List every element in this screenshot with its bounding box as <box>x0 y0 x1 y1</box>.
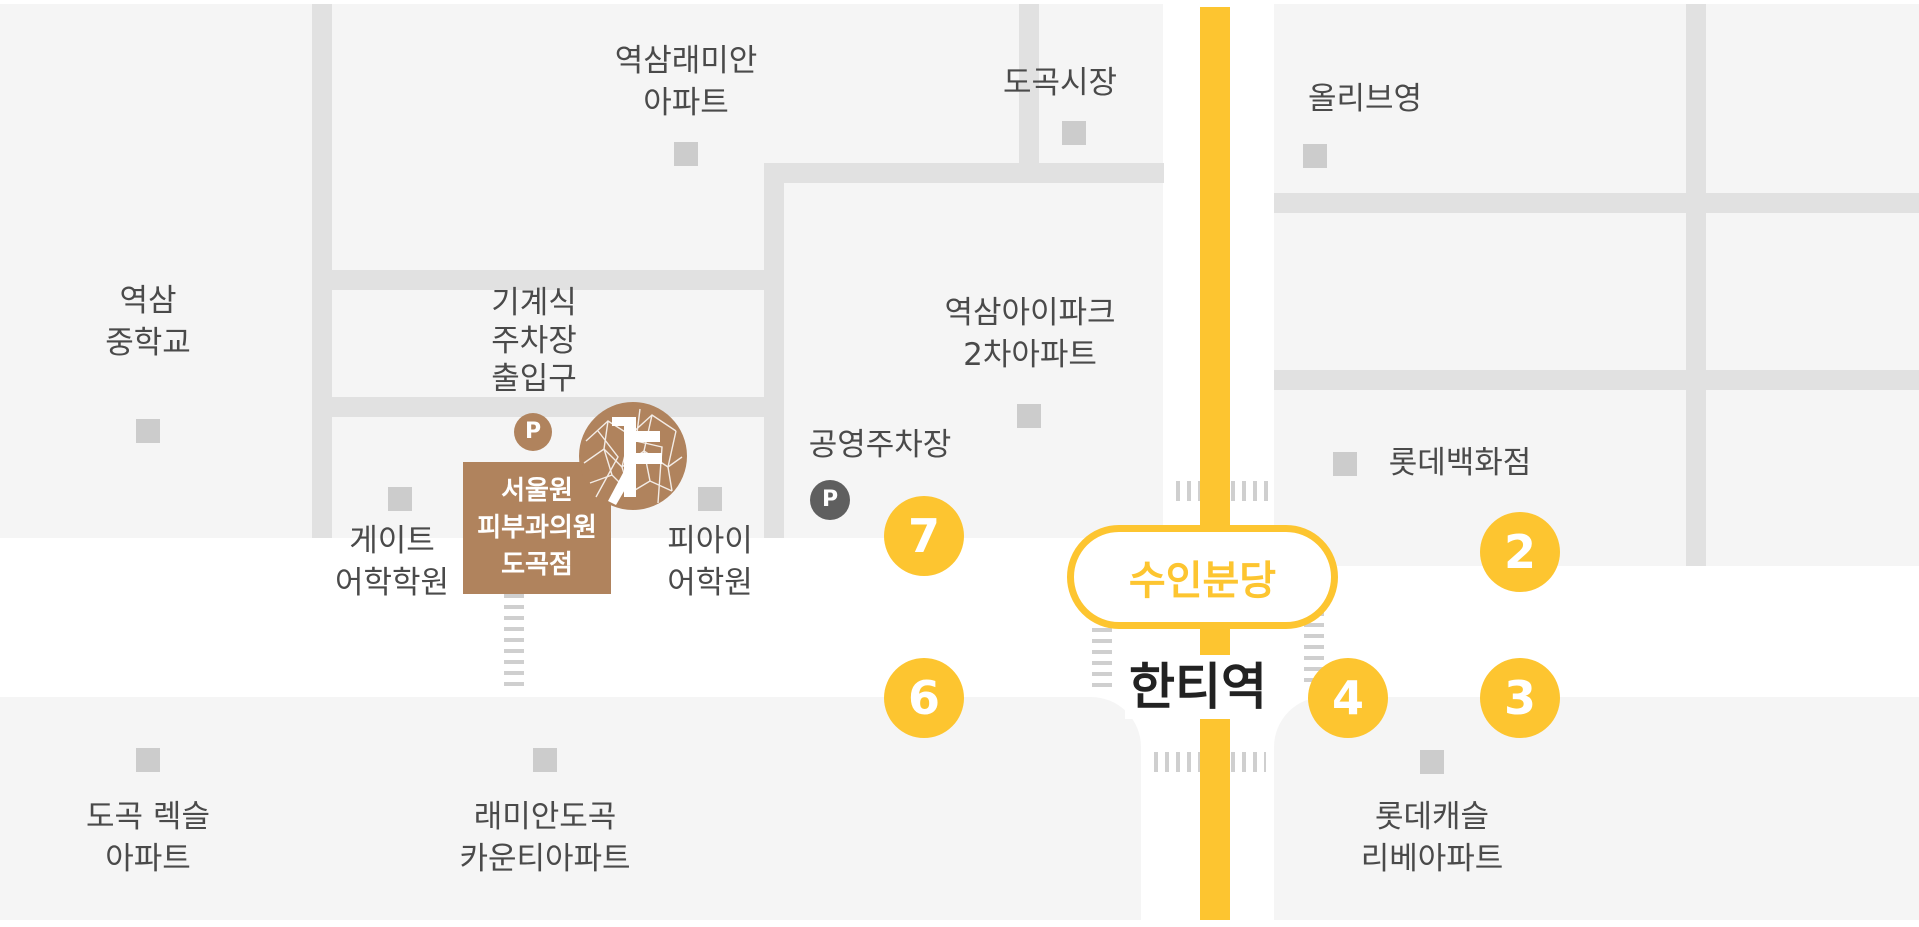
label-lotte-department: 롯데백화점 <box>1388 445 1532 481</box>
subway-line <box>1200 7 1230 920</box>
label-dogok-market: 도곡시장 <box>1002 65 1118 101</box>
label-raemian-county: 래미안도곡 카운티아파트 <box>459 799 631 877</box>
street <box>1274 193 1919 213</box>
crosswalk <box>1092 628 1112 688</box>
street <box>1686 4 1706 566</box>
location-marker <box>698 487 722 511</box>
street <box>764 163 1164 183</box>
clinic-name: 서울원 피부과의원 도곡점 <box>477 475 597 580</box>
location-marker <box>1420 750 1444 774</box>
street <box>332 270 764 290</box>
location-marker <box>1017 404 1041 428</box>
exit-4[interactable]: 4 <box>1308 658 1388 738</box>
crosswalk <box>504 594 524 690</box>
crosswalk <box>1304 612 1324 682</box>
clinic-marker[interactable]: 서울원 피부과의원 도곡점 <box>463 462 611 594</box>
location-marker <box>1333 452 1357 476</box>
label-yeoksam-middle-school: 역삼 중학교 <box>105 283 191 361</box>
label-ipark: 역삼아이파크 2차아파트 <box>944 295 1116 373</box>
street <box>1019 4 1039 165</box>
street <box>1274 370 1919 390</box>
block-bottom-right <box>1274 697 1919 920</box>
label-parking-entrance: 기계식 주차장 출입구 <box>491 285 577 397</box>
label-dogok-rexle: 도곡 렉슬 아파트 <box>86 799 210 877</box>
block-bottom-left <box>0 697 1141 920</box>
clinic-logo-icon <box>578 401 688 511</box>
station-name: 한티역 <box>1125 655 1271 719</box>
location-marker <box>674 142 698 166</box>
location-marker <box>1303 144 1327 168</box>
exit-6[interactable]: 6 <box>884 658 964 738</box>
street <box>312 4 332 538</box>
label-pi-academy: 피아이 어학원 <box>667 523 753 601</box>
location-marker <box>136 419 160 443</box>
label-gate-academy: 게이트 어학학원 <box>334 523 450 601</box>
label-yeoksam-raemian: 역삼래미안 아파트 <box>614 43 758 121</box>
location-marker <box>136 748 160 772</box>
exit-3[interactable]: 3 <box>1480 658 1560 738</box>
location-marker <box>388 487 412 511</box>
exit-2[interactable]: 2 <box>1480 512 1560 592</box>
label-public-parking: 공영주차장 <box>808 427 952 463</box>
exit-7[interactable]: 7 <box>884 496 964 576</box>
station-line-label: 수인분당 <box>1128 558 1277 604</box>
label-lotte-castle: 롯데캐슬 리베아파트 <box>1360 799 1504 877</box>
street <box>332 397 764 417</box>
street <box>764 163 784 538</box>
location-marker <box>533 748 557 772</box>
public-parking-icon: P <box>810 480 850 520</box>
clinic-parking-icon: P <box>514 413 552 451</box>
label-olive-young: 올리브영 <box>1307 81 1423 117</box>
block-top-right <box>1274 4 1919 566</box>
location-marker <box>1062 121 1086 145</box>
station-line-badge[interactable]: 수인분당 <box>1067 525 1338 629</box>
